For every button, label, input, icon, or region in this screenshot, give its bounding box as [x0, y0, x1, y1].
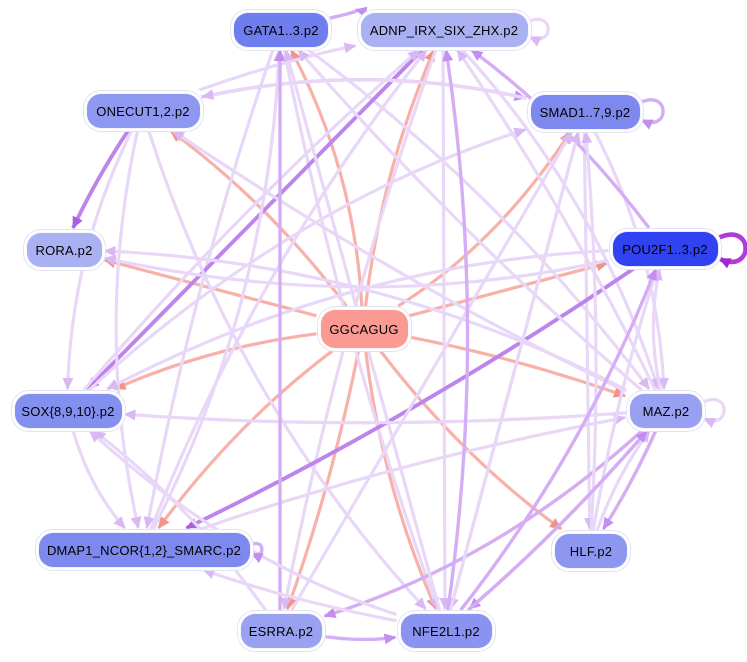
- edge-maz-sox: [123, 409, 627, 425]
- edge-sox-dmap: [71, 429, 126, 530]
- edge-nfe-smad: [448, 131, 581, 611]
- edge-maz-hlf: [601, 429, 658, 530]
- edge-onecut-nfe: [146, 129, 427, 611]
- node-label: DMAP1_NCOR{1,2}_SMARC.p2: [46, 542, 242, 558]
- edge-ggc-smad: [397, 131, 572, 308]
- edge-sox-adnp: [82, 48, 421, 392]
- node-sox[interactable]: SOX{8,9,10}.p2: [13, 393, 123, 429]
- edge-hlf-smad: [581, 131, 598, 531]
- edge-maz-esrra: [323, 428, 645, 619]
- node-hlf[interactable]: HLF.p2: [554, 533, 628, 569]
- node-label: ESRRA.p2: [248, 623, 314, 639]
- edge-nfe-maz: [467, 429, 649, 612]
- node-esrra[interactable]: ESRRA.p2: [239, 613, 323, 649]
- edge-maz-pou: [651, 268, 663, 391]
- edge-nfe-adnp: [442, 49, 470, 611]
- node-label: GGCAGUG: [329, 321, 399, 337]
- edge-gata-adnp: [329, 6, 368, 20]
- node-smad[interactable]: SMAD1..7,9.p2: [529, 94, 641, 130]
- edge-onecut-rora: [71, 128, 131, 229]
- node-gata[interactable]: GATA1..3.p2: [233, 12, 329, 48]
- self-loop-adnp: [527, 17, 550, 47]
- node-label: NFE2L1.p2: [412, 623, 480, 639]
- self-loop-maz: [702, 398, 726, 429]
- edge-hlf-pou: [591, 268, 660, 531]
- edge-maz-adnp: [456, 49, 657, 391]
- node-label: SOX{8,9,10}.p2: [21, 403, 115, 419]
- self-loop-dmap: [249, 541, 264, 564]
- node-maz[interactable]: MAZ.p2: [629, 393, 703, 429]
- edge-pou-adnp: [470, 48, 651, 230]
- node-label: ONECUT1,2.p2: [96, 103, 190, 119]
- node-label: MAZ.p2: [642, 403, 690, 419]
- node-dmap[interactable]: DMAP1_NCOR{1,2}_SMARC.p2: [37, 532, 251, 568]
- node-nfe[interactable]: NFE2L1.p2: [399, 613, 493, 649]
- edge-esrra-smad: [290, 131, 574, 611]
- node-pou[interactable]: POU2F1..3.p2: [611, 231, 719, 267]
- edge-gata-maz: [306, 47, 651, 390]
- edge-pou-dmap: [185, 266, 636, 530]
- node-label: RORA.p2: [35, 242, 93, 258]
- edge-ggc-sox: [113, 332, 317, 391]
- node-label: ADNP_IRX_SIX_ZHX.p2: [369, 22, 519, 38]
- edge-dmap-adnp: [149, 49, 428, 530]
- node-ggc[interactable]: GGCAGUG: [319, 309, 409, 349]
- node-label: GATA1..3.p2: [243, 22, 319, 38]
- self-loop-smad: [639, 98, 665, 130]
- edge-nfe-pou: [459, 268, 658, 612]
- node-label: HLF.p2: [569, 543, 613, 559]
- edge-dmap-maz: [200, 414, 626, 531]
- node-onecut[interactable]: ONECUT1,2.p2: [85, 93, 201, 129]
- edge-maz-onecut: [172, 129, 627, 393]
- edge-gata-dmap: [143, 48, 275, 529]
- edge-nfe-dmap: [202, 568, 397, 623]
- node-label: SMAD1..7,9.p2: [539, 104, 631, 120]
- edge-adnp-nfe: [439, 48, 451, 610]
- edge-ggc-gata: [289, 49, 364, 307]
- node-label: POU2F1..3.p2: [622, 241, 708, 257]
- edge-adnp-sox: [86, 47, 425, 391]
- edge-adnp-maz: [460, 47, 661, 390]
- node-adnp[interactable]: ADNP_IRX_SIX_ZHX.p2: [359, 12, 529, 48]
- edge-esrra-nfe: [323, 633, 397, 645]
- self-loop-pou: [717, 232, 747, 269]
- edge-onecut-dmap: [114, 129, 142, 529]
- edge-dmap-gata: [151, 49, 285, 530]
- node-rora[interactable]: RORA.p2: [25, 232, 103, 268]
- edge-onecut-adnp: [198, 42, 357, 92]
- edge-ggc-hlf: [378, 349, 563, 531]
- edge-maz-nfe: [468, 428, 650, 611]
